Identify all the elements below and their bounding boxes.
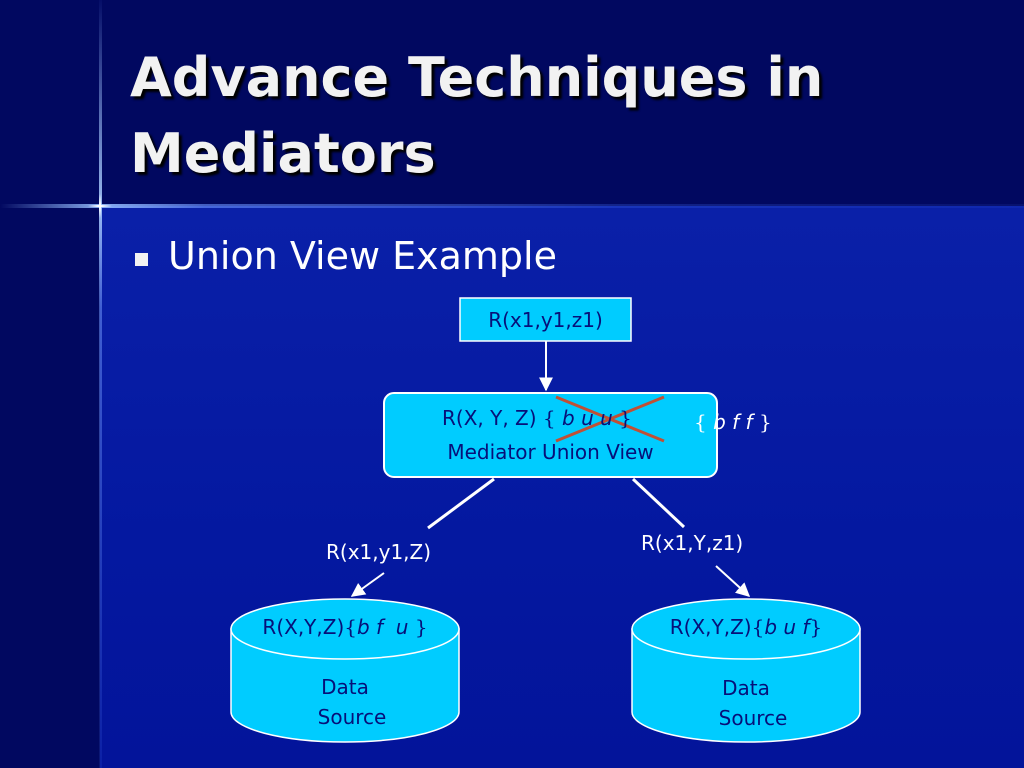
left-source-relation: R(X,Y,Z) xyxy=(262,615,345,639)
mediator-open-brace: { xyxy=(542,406,556,430)
slide-title-line-2: Mediators xyxy=(130,122,436,185)
left-source-label-line-2: Source xyxy=(317,705,387,729)
left-source-open-brace: { xyxy=(344,615,357,639)
right-data-source-cylinder xyxy=(631,598,861,743)
right-query-label: R(x1,Y,z1) xyxy=(641,531,744,555)
right-branch-line xyxy=(631,477,686,529)
left-query-label: R(x1,y1,Z) xyxy=(326,540,432,564)
mediator-crossed-adornment: b u u xyxy=(562,406,613,430)
right-source-open-brace: { xyxy=(751,615,765,639)
mediator-relation-row: R(X, Y, Z) { b u u } xyxy=(442,406,632,430)
slide-title-line-1: Advance Techniques in xyxy=(130,46,824,109)
mediator-label: Mediator Union View xyxy=(447,440,654,464)
new-adornment-close-brace: } xyxy=(758,410,772,434)
left-branch-line xyxy=(427,477,495,530)
right-source-relation-row: R(X,Y,Z){b u f} xyxy=(632,615,860,639)
left-source-label-line-1: Data xyxy=(321,675,369,699)
title-band-background xyxy=(0,0,1024,206)
bullet-text: Union View Example xyxy=(168,234,557,278)
cross-line-2 xyxy=(555,395,665,443)
right-source-adornment: b u f xyxy=(764,615,810,639)
new-adornment-value: b f f xyxy=(713,410,753,434)
left-band-background xyxy=(0,0,100,768)
right-source-label-line-2: Source xyxy=(718,706,788,730)
mediator-relation: R(X, Y, Z) xyxy=(442,406,537,430)
query-box-label: R(x1,y1,z1) xyxy=(488,308,603,332)
left-data-source-cylinder xyxy=(230,598,460,743)
right-source-label-line-1: Data xyxy=(722,676,770,700)
horizontal-glow-line xyxy=(0,204,1024,208)
right-source-relation: R(X,Y,Z) xyxy=(669,615,752,639)
left-source-adornment: b f u xyxy=(357,615,409,639)
right-source-close-brace: } xyxy=(809,615,823,639)
right-branch-arrow xyxy=(715,565,751,597)
vertical-glow-line xyxy=(99,0,102,768)
left-source-relation-row: R(X,Y,Z){b f u } xyxy=(231,615,459,639)
new-adornment-open-brace: { xyxy=(694,410,707,434)
left-branch-arrow xyxy=(350,572,385,597)
mediator-box xyxy=(383,392,718,478)
left-source-close-brace: } xyxy=(414,615,428,639)
mediator-close-brace: } xyxy=(619,406,632,430)
bullet-square-icon xyxy=(135,253,148,266)
new-adornment: { b f f } xyxy=(694,410,772,434)
sparkle-icon xyxy=(88,194,112,218)
